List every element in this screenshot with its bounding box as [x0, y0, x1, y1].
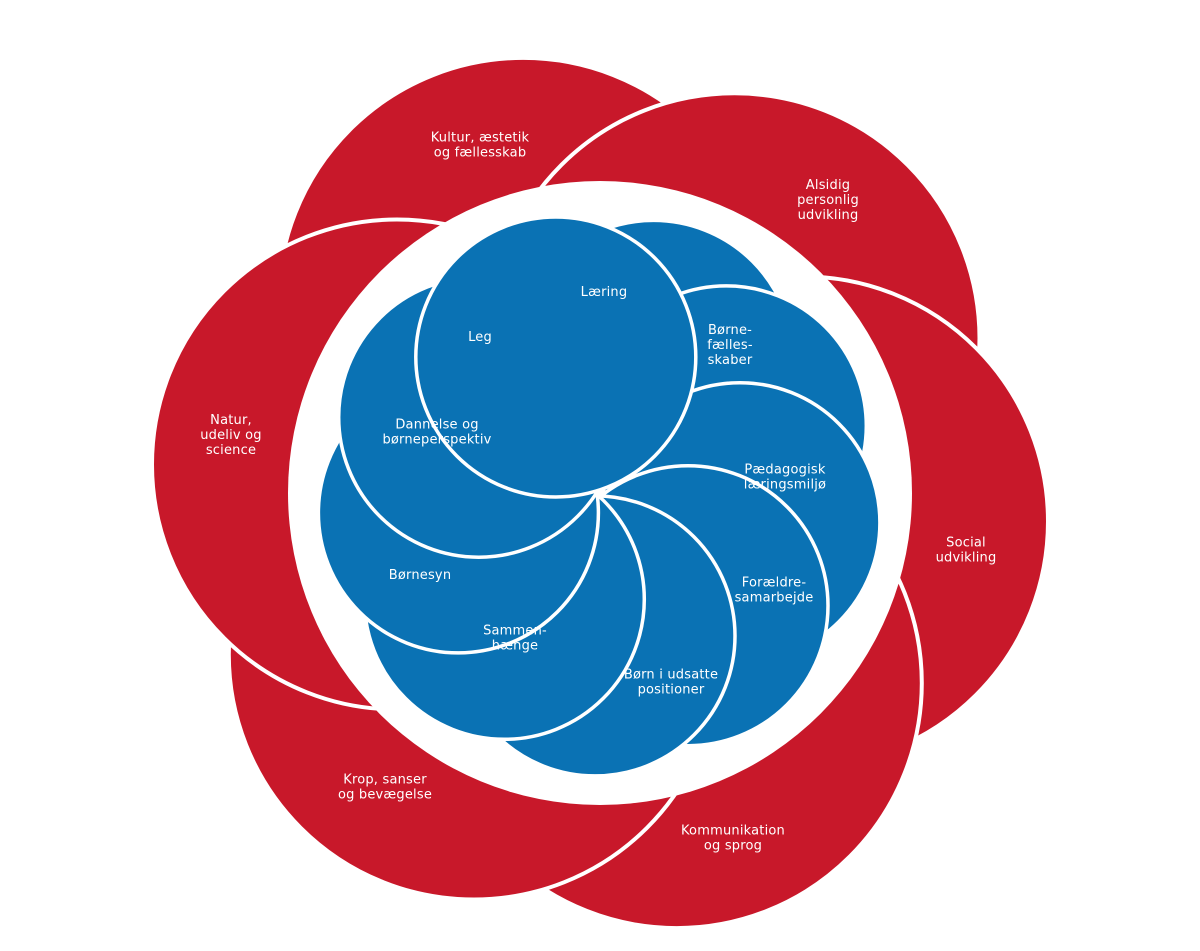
inner-element-label-line: positioner — [638, 683, 705, 698]
inner-element-label-line: Pædagogisk — [744, 463, 825, 478]
inner-element-label-line: hænge — [492, 639, 539, 654]
inner-element-label-line: Sammen- — [483, 624, 547, 639]
inner-element-label-line: børneperspektiv — [382, 433, 491, 448]
outer-theme-label-line: udvikling — [936, 551, 997, 566]
outer-theme-label-line: science — [206, 443, 256, 458]
inner-element-label-line: Leg — [468, 330, 492, 345]
inner-element-label: Børne-fælles-skaber — [707, 323, 753, 368]
outer-theme-label-line: og fællesskab — [434, 146, 527, 161]
inner-element-label-line: skaber — [708, 353, 753, 368]
outer-theme-label-line: personlig — [797, 193, 859, 208]
inner-element-label-line: Dannelse og — [395, 418, 478, 433]
outer-theme-label-line: og bevægelse — [338, 788, 432, 803]
inner-element-label-line: Læring — [581, 285, 628, 300]
outer-theme-label-line: Kommunikation — [681, 824, 785, 839]
inner-element-petals — [316, 215, 882, 778]
inner-element-label: Børnesyn — [389, 568, 452, 583]
outer-theme-label-line: Natur, — [210, 413, 252, 428]
inner-element-label-line: samarbejde — [735, 591, 814, 606]
inner-element-label-line: Børn i udsatte — [624, 668, 718, 683]
inner-element-label-line: Børne- — [708, 323, 752, 338]
inner-element-label-line: Børnesyn — [389, 568, 452, 583]
inner-element-label-line: læringsmiljø — [744, 478, 826, 493]
inner-element-label: Leg — [468, 330, 492, 345]
outer-theme-label-line: udeliv og — [200, 428, 262, 443]
inner-element-label: Læring — [581, 285, 628, 300]
inner-petal-9 — [414, 215, 698, 499]
outer-theme-label-line: Alsidig — [806, 178, 850, 193]
outer-theme-label-line: Krop, sanser — [343, 773, 427, 788]
inner-element-label: Forældre-samarbejde — [735, 576, 814, 606]
outer-theme-label-line: og sprog — [704, 839, 762, 854]
outer-theme-label-line: udvikling — [798, 208, 859, 223]
inner-element-label-line: Forældre- — [742, 576, 807, 591]
swirl-hub — [596, 489, 604, 497]
outer-theme-label-line: Social — [946, 536, 986, 551]
inner-element-label: Sammen-hænge — [483, 624, 547, 654]
outer-theme-label-line: Kultur, æstetik — [431, 131, 530, 146]
inner-element-label-line: fælles- — [707, 338, 753, 353]
